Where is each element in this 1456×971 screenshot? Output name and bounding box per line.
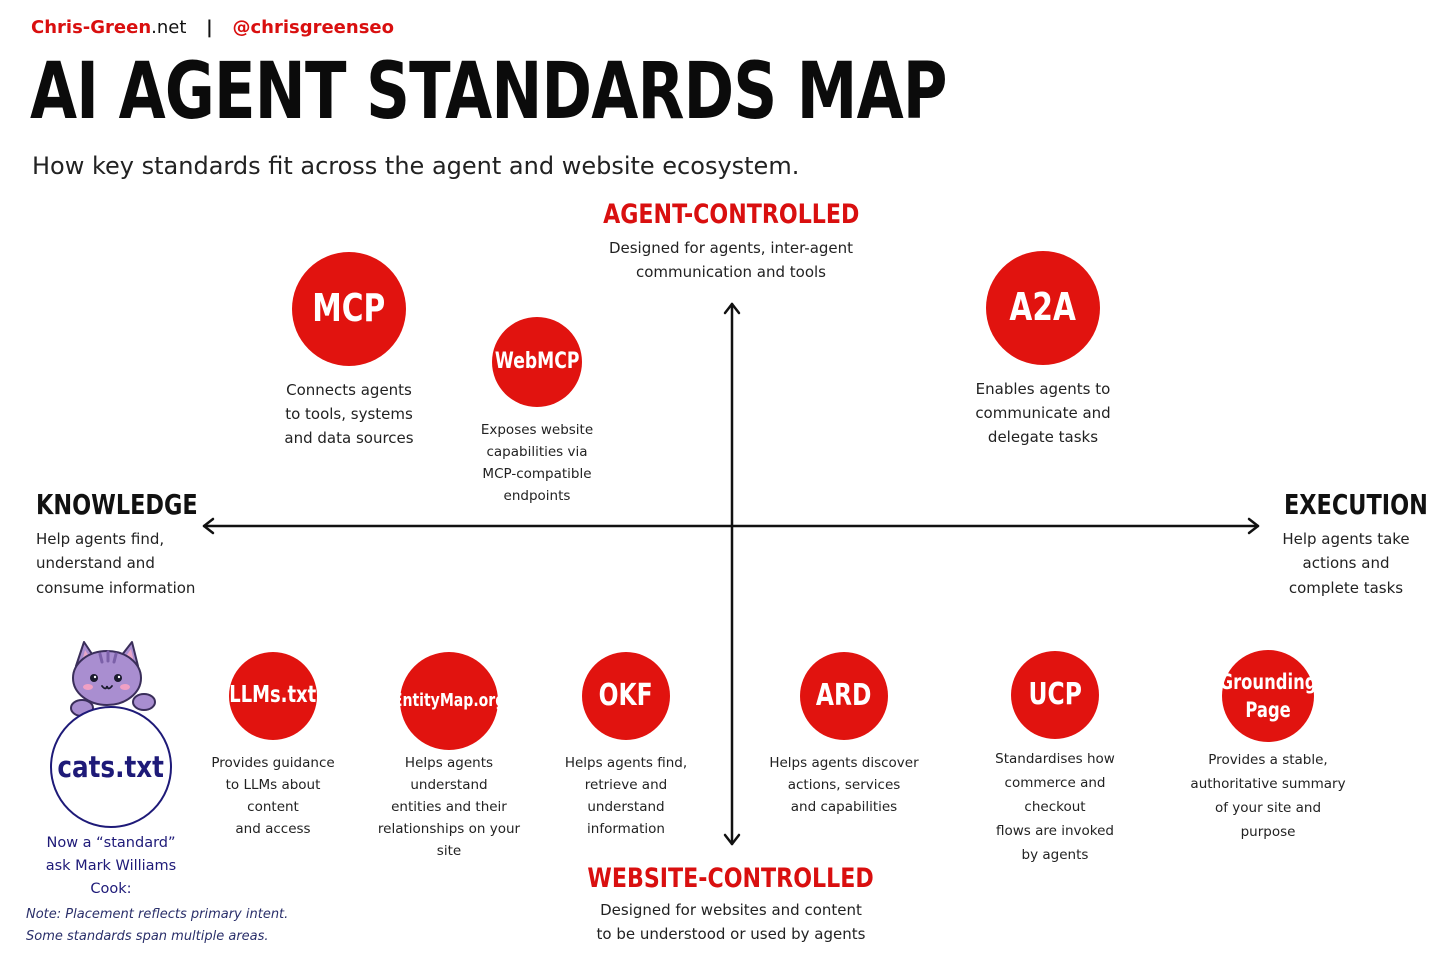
cat-illustration-icon	[70, 641, 156, 716]
standard-mcp: MCP Connects agents to tools, systems an…	[259, 252, 439, 450]
standard-llms-txt: LLMs.txt Provides guidance to LLMs about…	[198, 652, 348, 840]
standard-webmcp: WebMCP Exposes website capabilities via …	[462, 317, 612, 507]
standard-grounding-page: Grounding Page Provides a stable, author…	[1188, 650, 1348, 844]
a2a-badge: A2A	[986, 251, 1100, 365]
cats-txt-badge: cats.txt	[50, 706, 172, 828]
grounding-description: Provides a stable, authoritative summary…	[1190, 752, 1346, 840]
ard-name: ARD	[816, 678, 872, 713]
brand-line: Chris-Green.net | @chrisgreenseo	[31, 17, 394, 38]
axis-execution: EXECUTION Help agents take actions and c…	[1266, 488, 1428, 600]
axis-knowledge: KNOWLEDGE Help agents find, understand a…	[36, 488, 216, 600]
ucp-badge: UCP	[1011, 651, 1099, 739]
entitymap-name: EntityMap.org	[392, 690, 506, 712]
ard-badge: ARD	[800, 652, 888, 740]
brand-separator: |	[206, 17, 213, 38]
grounding-name: Grounding Page	[1219, 670, 1317, 722]
webmcp-badge: WebMCP	[492, 317, 582, 407]
entitymap-badge: EntityMap.org	[393, 652, 505, 750]
mcp-description: Connects agents to tools, systems and da…	[284, 381, 414, 447]
entitymap-description: Helps agents understand entities and the…	[377, 755, 521, 859]
a2a-description: Enables agents to communicate and delega…	[975, 380, 1111, 446]
mcp-badge: MCP	[292, 252, 406, 366]
axis-website-controlled: WEBSITE-CONTROLLED Designed for websites…	[531, 864, 931, 947]
okf-description: Helps agents find, retrieve and understa…	[564, 755, 688, 837]
cats-txt-name: cats.txt	[57, 750, 165, 784]
ucp-description: Standardises how commerce and checkout f…	[995, 751, 1115, 863]
cats-txt-caption: Now a “standard” ask Mark Williams Cook:	[45, 835, 177, 897]
webmcp-description: Exposes website capabilities via MCP-com…	[480, 422, 594, 504]
standard-entitymap: EntityMap.org Helps agents understand en…	[366, 652, 532, 862]
vertical-axis-arrow-down	[723, 833, 741, 846]
llms-badge: LLMs.txt	[229, 652, 317, 740]
standard-okf: OKF Helps agents find, retrieve and unde…	[550, 652, 702, 840]
llms-description: Provides guidance to LLMs about content …	[211, 755, 335, 837]
a2a-name: A2A	[1009, 285, 1077, 330]
axis-desc-left: Help agents find, understand and consume…	[36, 529, 196, 597]
axis-desc-top: Designed for agents, inter-agent communi…	[608, 238, 854, 282]
axis-desc-bottom: Designed for websites and content to be …	[596, 900, 866, 944]
axis-agent-controlled: AGENT-CONTROLLED Designed for agents, in…	[531, 200, 931, 285]
standard-ard: ARD Helps agents discover actions, servi…	[768, 652, 920, 818]
standard-a2a: A2A Enables agents to communicate and de…	[953, 251, 1133, 449]
ucp-name: UCP	[1028, 677, 1082, 712]
placement-note: Note: Placement reflects primary intent.…	[26, 907, 289, 944]
mcp-name: MCP	[312, 286, 386, 331]
site-name: Chris-Green	[31, 17, 152, 38]
social-handle: @chrisgreenseo	[232, 17, 394, 38]
webmcp-name: WebMCP	[494, 348, 580, 374]
axis-label-top: AGENT-CONTROLLED	[602, 199, 860, 230]
horizontal-axis-arrow-right	[1247, 517, 1260, 535]
vertical-axis-arrow-up	[723, 302, 741, 315]
standard-ucp: UCP Standardises how commerce and checko…	[976, 651, 1134, 867]
axis-label-left: KNOWLEDGE	[36, 488, 198, 521]
site-tld: .net	[151, 17, 187, 38]
okf-name: OKF	[598, 678, 654, 713]
page-subtitle: How key standards fit across the agent a…	[32, 152, 800, 180]
page-title: AI AGENT STANDARDS MAP	[30, 47, 947, 137]
axis-label-bottom: WEBSITE-CONTROLLED	[587, 863, 875, 894]
axis-desc-right: Help agents take actions and complete ta…	[1282, 529, 1410, 597]
grounding-badge: Grounding Page	[1219, 650, 1317, 742]
okf-badge: OKF	[582, 652, 670, 740]
axis-label-right: EXECUTION	[1283, 488, 1428, 521]
ard-description: Helps agents discover actions, services …	[769, 755, 919, 815]
llms-name: LLMs.txt	[229, 682, 317, 709]
